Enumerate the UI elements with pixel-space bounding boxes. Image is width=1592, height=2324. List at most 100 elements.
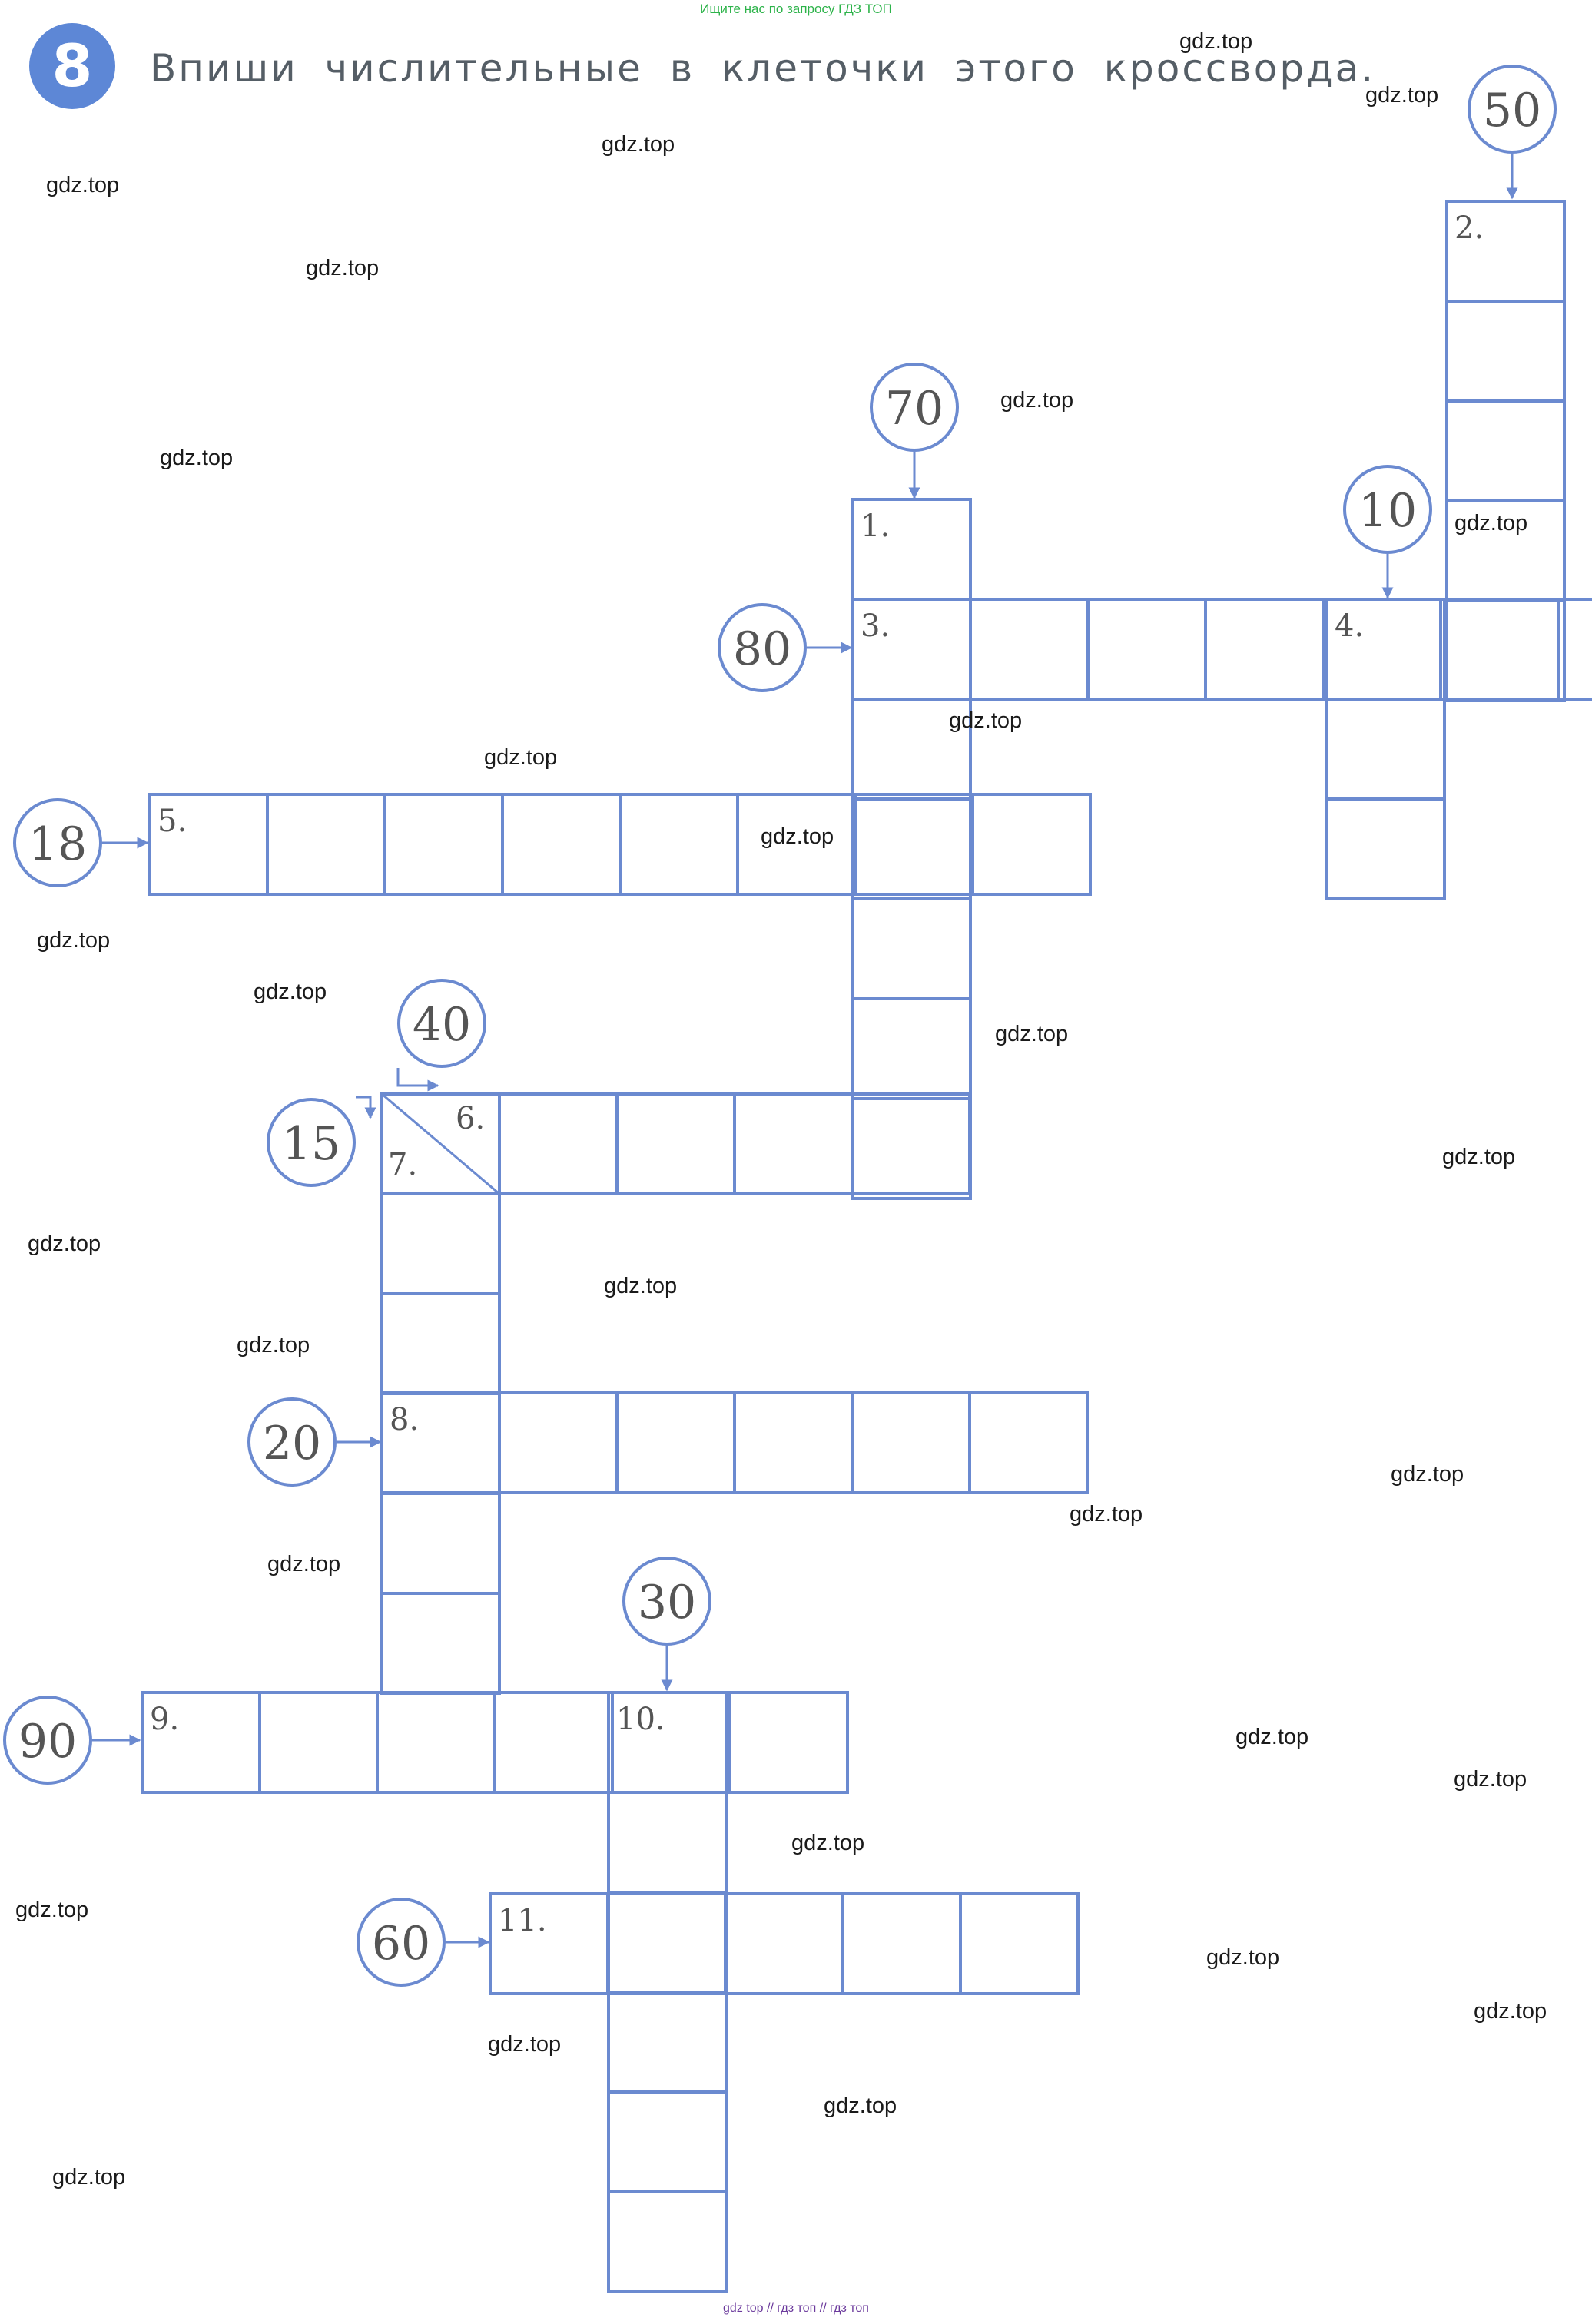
clue-value: 70: [885, 382, 944, 436]
crossword-cell[interactable]: [376, 1691, 496, 1794]
crossword-cell[interactable]: [851, 1391, 971, 1494]
clue-value: 40: [413, 998, 471, 1052]
crossword-cell[interactable]: [971, 793, 1092, 896]
crossword-cell[interactable]: [724, 1892, 844, 1995]
watermark-text: gdz.top: [791, 1831, 865, 1855]
watermark-text: gdz.top: [1365, 83, 1439, 108]
clue-arrow: [356, 1096, 376, 1119]
clue-value: 10: [1358, 484, 1417, 538]
crossword-cell[interactable]: [380, 1592, 501, 1695]
clue-value: 90: [18, 1715, 77, 1769]
crossword-cell[interactable]: [1439, 598, 1560, 701]
watermark-text: gdz.top: [160, 446, 234, 470]
crossword-cell[interactable]: [733, 1391, 854, 1494]
clue-number-label: 9.: [150, 1702, 179, 1737]
watermark-text: gdz.top: [1070, 1502, 1143, 1527]
crossword-cell[interactable]: [1325, 698, 1446, 801]
crossword-cell[interactable]: [969, 598, 1090, 701]
crossword-cell[interactable]: [498, 1391, 619, 1494]
clue-value: 30: [638, 1576, 696, 1629]
crossword-cell[interactable]: [851, 997, 972, 1100]
crossword-cell[interactable]: [493, 1691, 614, 1794]
watermark-text: gdz.top: [1179, 29, 1253, 54]
crossword-cell[interactable]: [607, 1791, 728, 1894]
crossword-cell[interactable]: [1445, 300, 1566, 403]
crossword-cell[interactable]: [733, 1092, 854, 1195]
clue-circle: [247, 1397, 337, 1487]
watermark-text: gdz.top: [1391, 1462, 1464, 1487]
clue-arrow: [396, 1068, 439, 1092]
clue-number-label: 8.: [390, 1402, 419, 1437]
crossword-cell[interactable]: [380, 1492, 501, 1595]
crossword-cell[interactable]: [851, 797, 972, 900]
crossword-cell[interactable]: [607, 2190, 728, 2293]
crossword-cell[interactable]: [968, 1391, 1089, 1494]
bottom-note: gdz top // гдз топ // гдз топ: [723, 2302, 869, 2315]
crossword-cell[interactable]: [380, 1192, 501, 1295]
watermark-text: gdz.top: [1454, 511, 1528, 535]
clue-number-label: 10.: [616, 1702, 665, 1737]
clue-circle: [622, 1557, 711, 1646]
crossword-cell[interactable]: [1086, 598, 1207, 701]
crossword-cell[interactable]: [607, 1991, 728, 2094]
crossword-cells: [141, 200, 1592, 2293]
crossword-cell[interactable]: [619, 793, 739, 896]
watermark-text: gdz.top: [949, 708, 1023, 733]
watermark-text: gdz.top: [1474, 1999, 1547, 2024]
crossword-cell[interactable]: [841, 1892, 962, 1995]
crossword-cell[interactable]: [615, 1391, 736, 1494]
watermark-text: gdz.top: [484, 745, 558, 770]
crossword-cell[interactable]: [728, 1691, 849, 1794]
crossword-cell[interactable]: [606, 1892, 727, 1995]
clue-value: 18: [28, 817, 87, 871]
top-note: Ищите нас по запросу ГДЗ ТОП: [700, 2, 892, 16]
crossword-cell[interactable]: [615, 1092, 736, 1195]
crossword-cell[interactable]: [501, 793, 622, 896]
crossword-cell[interactable]: [607, 1891, 728, 1994]
crossword-cell[interactable]: [851, 897, 972, 1000]
watermark-text: gdz.top: [761, 824, 834, 849]
watermark-text: gdz.top: [1000, 388, 1074, 413]
watermark-text: gdz.top: [15, 1898, 89, 1922]
watermark-text: gdz.top: [306, 256, 380, 280]
crossword-cell[interactable]: [1445, 399, 1566, 502]
watermark-text: gdz.top: [1442, 1145, 1516, 1169]
clue-circle: [1343, 465, 1432, 554]
watermark-text: gdz.top: [488, 2032, 562, 2057]
clue-circle: [718, 603, 807, 692]
crossword-cell[interactable]: [1204, 598, 1325, 701]
watermark-text: gdz.top: [37, 928, 111, 953]
clue-value: 80: [733, 622, 791, 676]
crossword-cell[interactable]: [959, 1892, 1080, 1995]
crossword-cell[interactable]: [851, 1097, 972, 1200]
crossword-cell[interactable]: [266, 793, 386, 896]
task-title: Впиши числительные в клеточки этого крос…: [150, 46, 1376, 91]
crossword-cell[interactable]: [383, 793, 504, 896]
crossword-cell[interactable]: [1445, 599, 1566, 702]
clue-numbers: 1.2.3.4.5.6.7.8.9.10.11.: [150, 211, 1484, 1938]
clue-circle: [13, 798, 102, 887]
crossword-cell[interactable]: [607, 2090, 728, 2193]
crossword-cell[interactable]: [1557, 598, 1592, 701]
clue-circle: [267, 1098, 356, 1187]
watermark-text: gdz.top: [995, 1022, 1069, 1046]
crossword-cell[interactable]: [498, 1092, 619, 1195]
watermark-text: gdz.top: [237, 1333, 310, 1358]
crossword-cell[interactable]: [851, 1092, 971, 1195]
clue-number-label: 5.: [158, 804, 187, 839]
clue-number-label: 1.: [861, 509, 890, 544]
clue-value: 60: [372, 1917, 430, 1971]
watermark-text: gdz.top: [824, 2094, 897, 2118]
crossword-cell[interactable]: [1325, 797, 1446, 900]
clue-number-label: 7.: [388, 1147, 417, 1182]
clue-value: 15: [282, 1117, 340, 1171]
crossword-cell[interactable]: [854, 793, 974, 896]
watermark-text: gdz.top: [254, 980, 327, 1004]
clue-value: 50: [1483, 84, 1541, 138]
crossword-cell[interactable]: [380, 1292, 501, 1395]
watermark-text: gdz.top: [604, 1274, 678, 1298]
cell-divider: [381, 1092, 500, 1195]
crossword-cell[interactable]: [258, 1691, 379, 1794]
